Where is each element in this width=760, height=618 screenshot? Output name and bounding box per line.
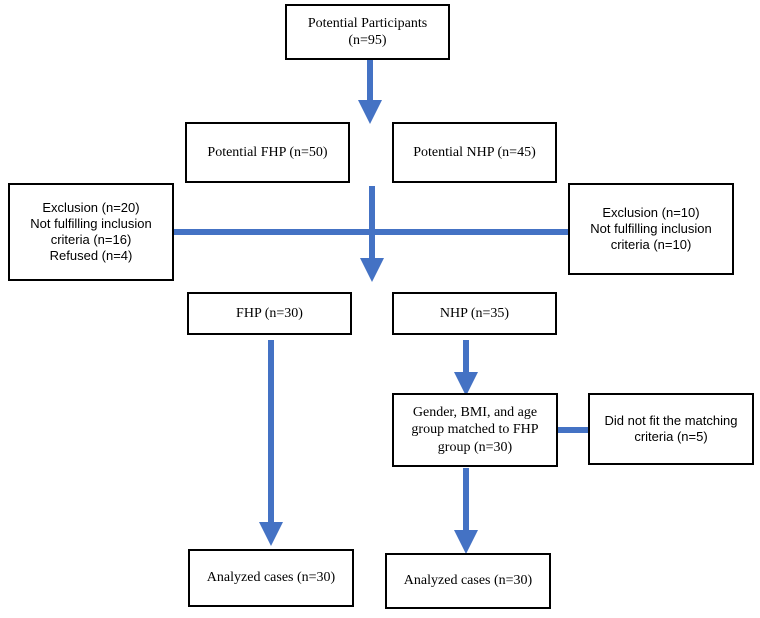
exclusion-left-refused: Refused (n=4) [49,248,133,264]
potential-nhp-label: Potential NHP (n=45) [413,144,536,160]
potential-fhp-box: Potential FHP (n=50) [185,122,350,183]
fhp-box: FHP (n=30) [187,292,352,335]
exclusion-left-reason-line1: Not fulfilling inclusion [30,215,152,231]
nhp-box: NHP (n=35) [392,292,557,335]
not-matched-box: Did not fit the matching criteria (n=5) [588,393,754,465]
not-matched-line2: criteria (n=5) [634,429,708,444]
analyzed-fhp-label: Analyzed cases (n=30) [206,570,336,586]
nhp-label: NHP (n=35) [439,305,510,321]
exclusion-right-reason-line2: criteria (n=10) [610,237,692,253]
matched-group-line3: group (n=30) [437,439,513,455]
potential-participants-count: (n=95) [348,33,387,48]
fhp-label: FHP (n=30) [236,305,303,321]
not-matched-line1: Did not fit the matching [604,412,738,428]
potential-fhp-label: Potential FHP (n=50) [207,144,328,160]
matched-group-line1: Gender, BMI, and age [412,404,538,420]
potential-participants-box: Potential Participants (n=95) [285,4,450,60]
potential-nhp-box: Potential NHP (n=45) [392,122,557,183]
exclusion-left-box: Exclusion (n=20) Not fulfilling inclusio… [8,183,174,281]
matched-group-line2: group matched to FHP [411,422,539,438]
potential-participants-title: Potential Participants [307,15,428,31]
analyzed-fhp-box: Analyzed cases (n=30) [188,549,354,607]
exclusion-right-box: Exclusion (n=10) Not fulfilling inclusio… [568,183,734,275]
exclusion-left-reason-line2: criteria (n=16) [50,232,132,247]
exclusion-right-title: Exclusion (n=10) [602,204,700,220]
exclusion-left-title: Exclusion (n=20) [42,199,140,215]
analyzed-nhp-box: Analyzed cases (n=30) [385,553,551,609]
exclusion-right-reason-line1: Not fulfilling inclusion [590,220,712,236]
matched-group-box: Gender, BMI, and age group matched to FH… [392,393,558,467]
analyzed-nhp-label: Analyzed cases (n=30) [403,573,533,589]
